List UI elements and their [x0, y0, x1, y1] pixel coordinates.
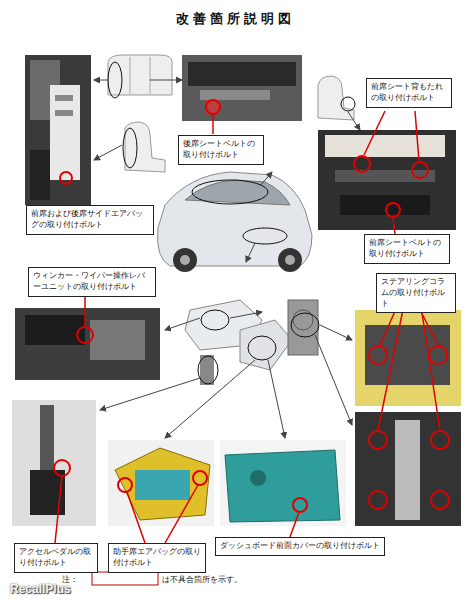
callout-text: ウィンカー・ワイパー操作レバーユニットの取り付けボルト — [33, 271, 151, 293]
callout-box: 前席および後席サイドエアバッグの取り付けボルト — [26, 205, 154, 235]
callout-box: 前席シート背もたれの取り付けボルト — [366, 78, 452, 108]
callout-text: 助手席エアバッグの取り付けボルト — [113, 547, 201, 569]
callout-box: 後席シートベルトの取り付けボルト — [178, 135, 264, 165]
callout-text: 後席シートベルトの取り付けボルト — [183, 139, 259, 161]
callout-box: ダッシュボード前面カバーの取り付けボルト — [215, 537, 385, 556]
callout-box: ステアリングコラムの取り付けボルト — [376, 273, 456, 313]
callout-box: ウィンカー・ワイパー操作レバーユニットの取り付けボルト — [28, 267, 156, 297]
diagram-title: 改善箇所説明図 — [176, 10, 295, 28]
callout-box: 前席シートベルトの取り付けボルト — [364, 234, 450, 264]
callout-text: ダッシュボード前面カバーの取り付けボルト — [220, 541, 380, 552]
callout-text: 前席シート背もたれの取り付けボルト — [371, 82, 447, 104]
callout-text: 前席シートベルトの取り付けボルト — [369, 238, 445, 260]
note-text: は不具合箇所を示す。 — [162, 574, 242, 585]
callout-box: アクセルペダルの取り付けボルト — [14, 543, 98, 573]
callout-text: 前席および後席サイドエアバッグの取り付けボルト — [31, 209, 149, 231]
callout-box: 助手席エアバッグの取り付けボルト — [108, 543, 206, 573]
callout-text: ステアリングコラムの取り付けボルト — [381, 277, 451, 309]
watermark: RecallPlus — [10, 582, 71, 596]
callout-text: アクセルペダルの取り付けボルト — [19, 547, 93, 569]
